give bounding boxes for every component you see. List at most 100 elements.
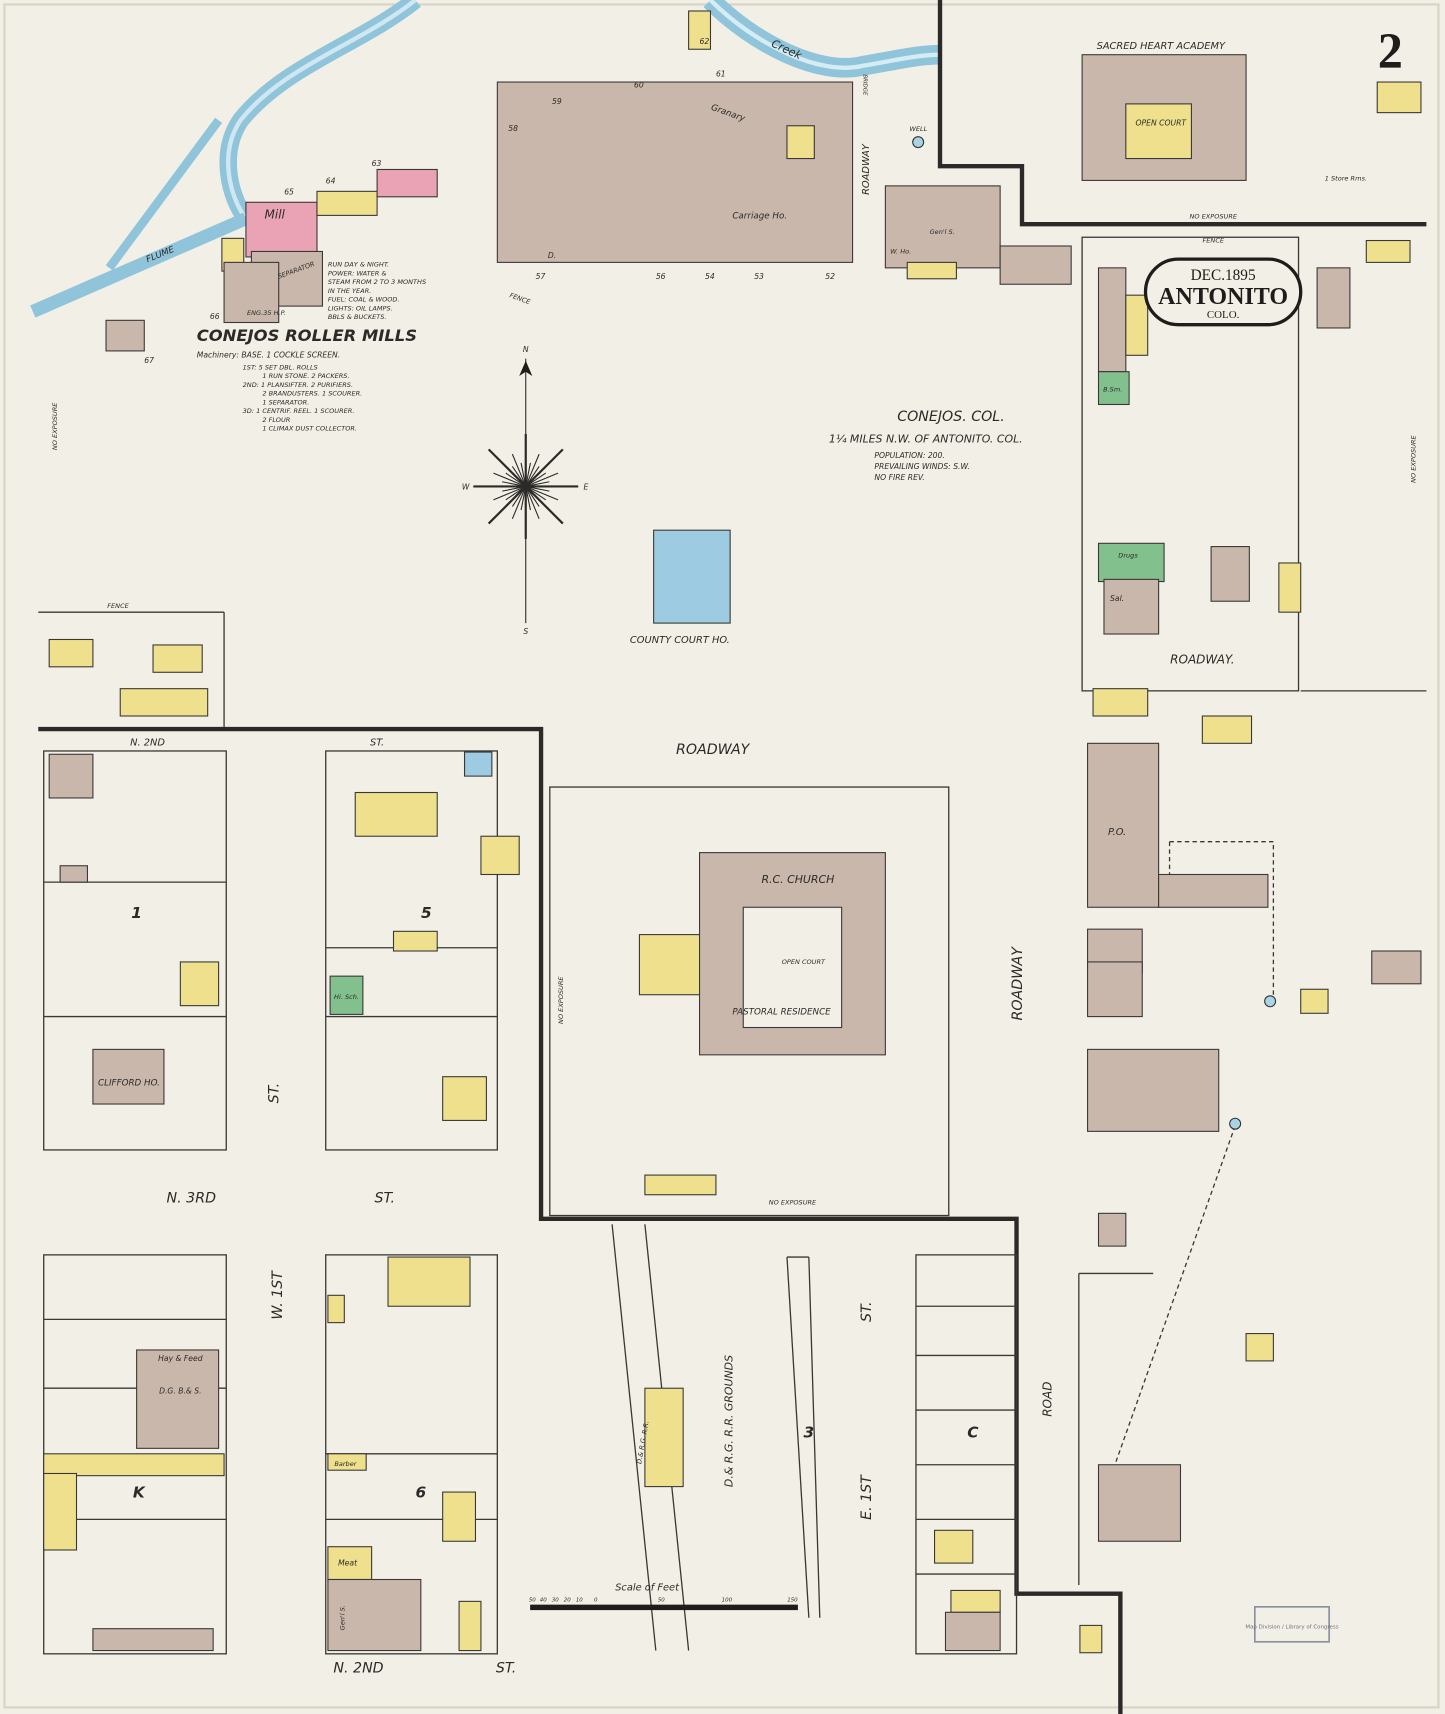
- creek-branch: [105, 117, 223, 271]
- lot-number: 67: [144, 356, 154, 365]
- building-45: [1125, 294, 1149, 356]
- hay-feed-label: Hay & Feed: [158, 1354, 203, 1363]
- building-2: [119, 688, 209, 717]
- buildings-layer: [43, 10, 1422, 1654]
- machinery-line: 3D: 1 CENTRIF. REEL. 1 SCOURER.: [243, 407, 355, 415]
- creek-east-highlight: [708, 0, 941, 70]
- scale-tick: 40: [540, 1597, 547, 1603]
- compass-ray: [511, 486, 527, 519]
- well-icon: [1229, 1117, 1242, 1130]
- compass-ray: [520, 486, 527, 511]
- roadway-top-label: ROADWAY: [861, 143, 872, 195]
- lot-number: 62: [700, 37, 710, 46]
- lot-number: 60: [634, 80, 644, 89]
- lot-number: 59: [552, 97, 562, 106]
- dwelling-c2: [950, 1589, 1001, 1613]
- compass-ray: [524, 485, 564, 525]
- engine-label: ENG.35 H.P.: [247, 309, 286, 317]
- building-46: [1097, 267, 1127, 373]
- rr-shed: [644, 1387, 684, 1488]
- church-no-exposure-west: NO EXPOSURE: [557, 976, 565, 1024]
- compass-ray: [525, 472, 547, 487]
- compass-ray: [525, 486, 540, 519]
- street-n2nd-bottom-st: ST.: [496, 1660, 517, 1676]
- compass-ray: [525, 472, 559, 487]
- block-p-o: [1087, 742, 1160, 908]
- scale-bar: [530, 1604, 798, 1611]
- general-store: [884, 185, 1001, 269]
- building-63: [376, 168, 438, 198]
- building-6c: [458, 1600, 482, 1652]
- lot-number: 56: [656, 272, 666, 281]
- compass-ray: [502, 481, 526, 487]
- scale-tick: 30: [552, 1597, 559, 1603]
- compass-ray: [487, 448, 527, 488]
- winds-label: PREVAILING WINDS: S.W.: [874, 462, 969, 471]
- machinery-line: 1 RUN STONE. 2 PACKERS.: [262, 372, 349, 380]
- mill-note: STEAM FROM 2 TO 3 MONTHS: [328, 278, 426, 286]
- compass-ray: [525, 453, 540, 487]
- meat-label: Meat: [338, 1558, 358, 1567]
- clifford-house: [92, 1048, 165, 1105]
- high-school-label: Hi. Sch.: [334, 993, 359, 1001]
- building-5b: [480, 835, 520, 876]
- lot-number: 57: [536, 272, 546, 281]
- mill-label: Mill: [265, 208, 286, 222]
- building-73: [1097, 1464, 1182, 1542]
- title-cartouche: DEC.1895 ANTONITO COLO.: [1143, 257, 1303, 327]
- mill-note: BBLS & BUCKETS.: [328, 313, 387, 321]
- compass-ray: [487, 485, 527, 525]
- pastoral-residence-label: PASTORAL RESIDENCE: [732, 1007, 831, 1017]
- roadway-label: ROADWAY: [676, 742, 751, 758]
- building-67: [105, 319, 145, 352]
- building-69: [152, 644, 203, 673]
- scale-tick: 50: [658, 1597, 665, 1603]
- building-70: [644, 1174, 717, 1196]
- mill-note: IN THE YEAR.: [328, 287, 371, 295]
- fence-label-east: FENCE: [1203, 237, 1225, 245]
- high-school: [329, 975, 364, 1015]
- compass-ray: [524, 448, 564, 488]
- drug-store: [1097, 542, 1165, 583]
- population-label: POPULATION: 200.: [874, 451, 944, 460]
- general-store-6: [327, 1578, 422, 1652]
- dwelling-n2nd: [48, 753, 94, 799]
- drugs-label: Drugs: [1118, 552, 1138, 560]
- compass-ray: [525, 462, 531, 487]
- block-k: K: [133, 1484, 146, 1502]
- dry-goods-label: D.G. B.& S.: [159, 1387, 201, 1396]
- compass-s: S: [523, 627, 528, 636]
- block-3: 3: [804, 1423, 815, 1441]
- mill-building: [245, 201, 318, 258]
- street-w1st: W. 1ST: [270, 1270, 286, 1320]
- granary-complex: [496, 81, 854, 263]
- state-name: COLO.: [1207, 309, 1240, 321]
- dwelling-c1: [934, 1529, 974, 1564]
- well-label: WELL: [909, 125, 927, 133]
- building-49: [1316, 267, 1351, 329]
- street-n2nd-bottom: N. 2ND: [333, 1660, 383, 1676]
- scale-tick: 10: [576, 1597, 583, 1603]
- lot-number: 53: [754, 272, 764, 281]
- machinery-line: Machinery: BASE. 1 COCKLE SCREEN.: [197, 350, 340, 359]
- street-n3rd: N. 3RD: [167, 1190, 217, 1206]
- dwelling-6a: [387, 1256, 471, 1307]
- academy-title: SACRED HEART ACADEMY: [1097, 41, 1226, 52]
- lot-number: 58: [508, 124, 518, 133]
- engine-house: [223, 261, 280, 324]
- scale-title: Scale of Feet: [615, 1582, 680, 1593]
- mill-note: RUN DAY & NIGHT.: [328, 261, 389, 269]
- building-37: [1201, 715, 1253, 744]
- street-e1st-st: ST.: [859, 1301, 875, 1321]
- warehouse-label: W. Ho.: [890, 248, 911, 256]
- blacksmith-label: B.Sm.: [1103, 385, 1122, 393]
- long-shed: [43, 1453, 225, 1477]
- compass-ray: [493, 485, 526, 501]
- post-office-label: P.O.: [1108, 827, 1126, 838]
- mill-note: POWER: WATER &: [328, 270, 387, 278]
- building-32: [1371, 950, 1422, 985]
- building-78: [1376, 81, 1422, 114]
- street-w1st-st: ST.: [267, 1083, 283, 1104]
- sheet-number: 2: [1378, 23, 1403, 79]
- church-annex: [638, 934, 706, 996]
